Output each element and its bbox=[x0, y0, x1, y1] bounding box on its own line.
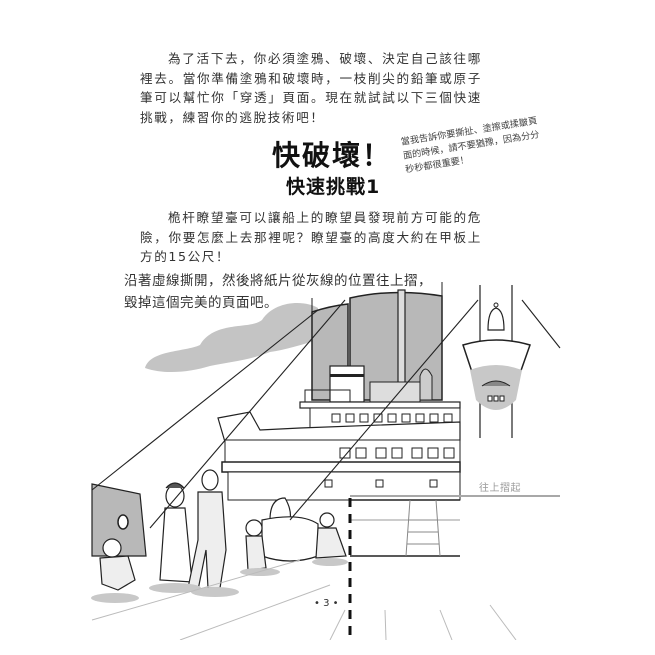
challenge-subtitle: 快速挑戰1 bbox=[286, 176, 381, 198]
intro-paragraph: 為了活下去，你必須塗鴉、破壞、決定自己該往哪裡去。當你準備塗鴉和破壞時，一枝削尖… bbox=[140, 51, 482, 125]
challenge-paragraph: 桅杆瞭望臺可以讓船上的瞭望員發現前方可能的危險，你要怎麼上去那裡呢？瞭望臺的高度… bbox=[140, 210, 482, 265]
stairs bbox=[405, 499, 441, 557]
smoke-cloud bbox=[145, 303, 318, 373]
crows-nest bbox=[462, 285, 531, 438]
intro-paragraph-block: 為了活下去，你必須塗鴉、破壞、決定自己該往哪裡去。當你準備塗鴉和破壞時，一枝削尖… bbox=[140, 49, 482, 127]
fold-up-label: 往上摺起 bbox=[479, 483, 521, 494]
deck-vent bbox=[261, 516, 319, 562]
rigging-lines bbox=[91, 299, 561, 529]
deck-windows-upper bbox=[331, 413, 453, 423]
page-number: • 3 • bbox=[314, 598, 339, 609]
ship-deck-illustration bbox=[91, 282, 561, 640]
funnel-right bbox=[349, 291, 443, 401]
instruction-line-1: 沿著虛線撕開，然後將紙片從灰線的位置往上摺， bbox=[124, 273, 432, 289]
instruction-line-2: 毀掉這個完美的頁面吧。 bbox=[124, 295, 278, 311]
tear-instruction: 沿著虛線撕開，然後將紙片從灰線的位置往上摺， 毀掉這個完美的頁面吧。 bbox=[124, 270, 464, 314]
page-title: 快破壞！ bbox=[272, 139, 393, 172]
passengers bbox=[99, 469, 347, 591]
bell-icon bbox=[487, 307, 505, 331]
challenge-paragraph-block: 桅杆瞭望臺可以讓船上的瞭望員發現前方可能的危險，你要怎麼上去那裡呢？瞭望臺的高度… bbox=[140, 208, 482, 267]
